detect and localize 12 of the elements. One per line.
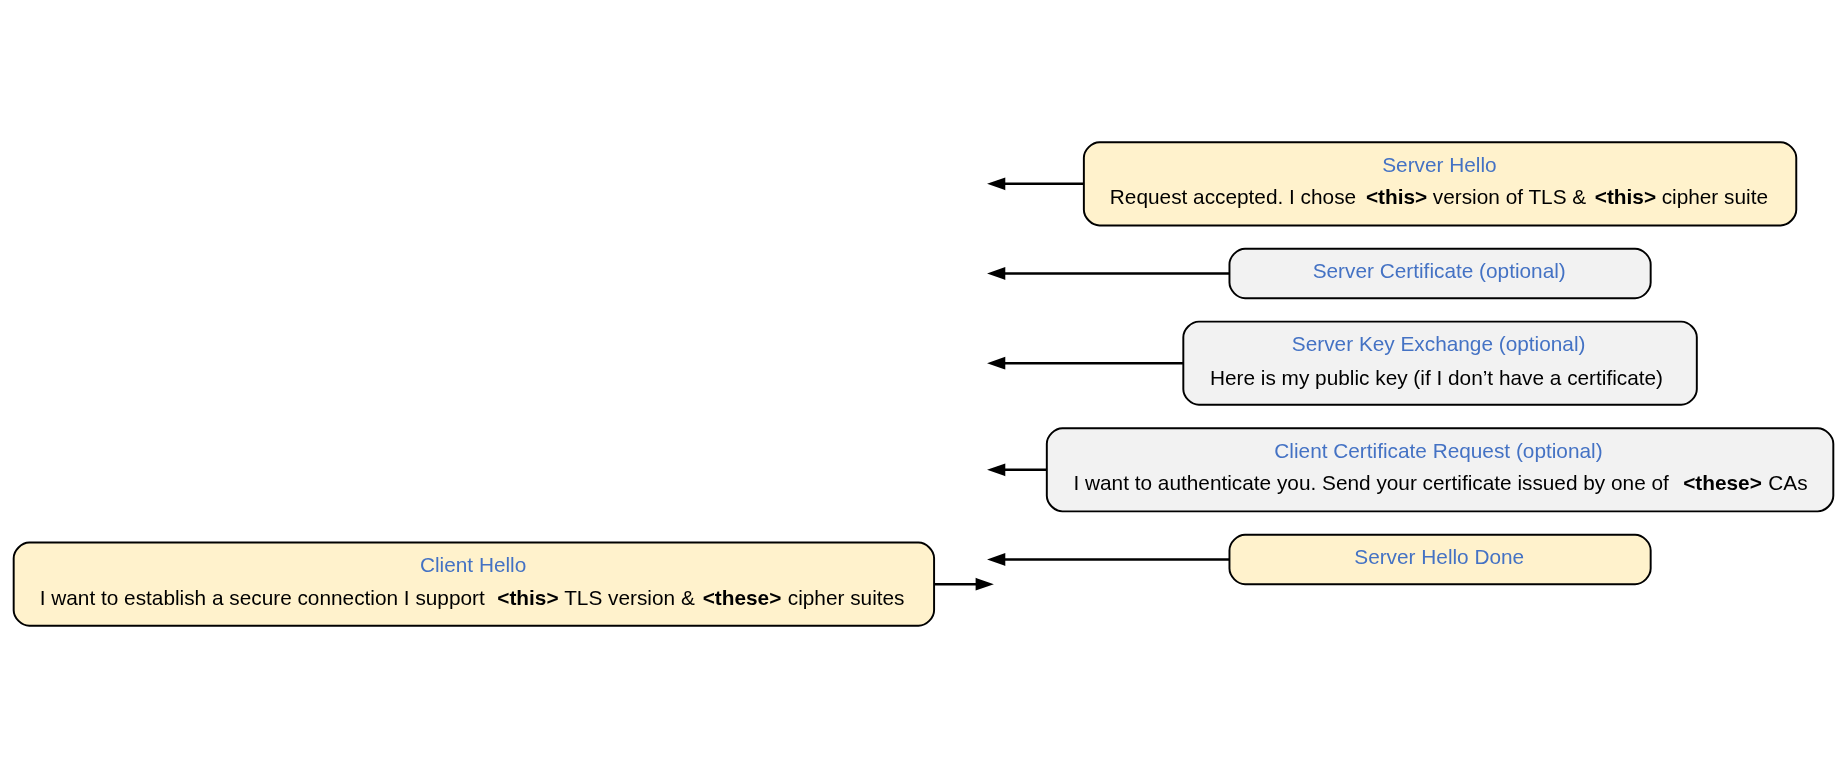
node-box: Server Certificate (optional) <box>1228 247 1652 300</box>
arrow <box>987 463 1047 477</box>
node-box: Server Hello Done <box>1228 533 1652 586</box>
node-box: Client Certificate Request (optional) I want to authenticate you. Send your certificate issued by one of <these> CAs <box>1045 427 1835 513</box>
arrow <box>934 577 994 591</box>
node-box: Server Hello Request accepted. I chose <this> version of TLS & <this> cipher suite <box>1082 141 1798 227</box>
arrow <box>987 553 1230 566</box>
node-box: Client Hello I want to establish a secure connection I support <this> TLS version & <these> cipher suites <box>12 541 936 627</box>
arrow <box>987 267 1230 280</box>
node-box: Server Key Exchange (optional) Here is my public key (if I don’t have a certificate) <box>1182 320 1698 406</box>
arrow <box>987 356 1184 370</box>
arrow <box>987 177 1084 191</box>
